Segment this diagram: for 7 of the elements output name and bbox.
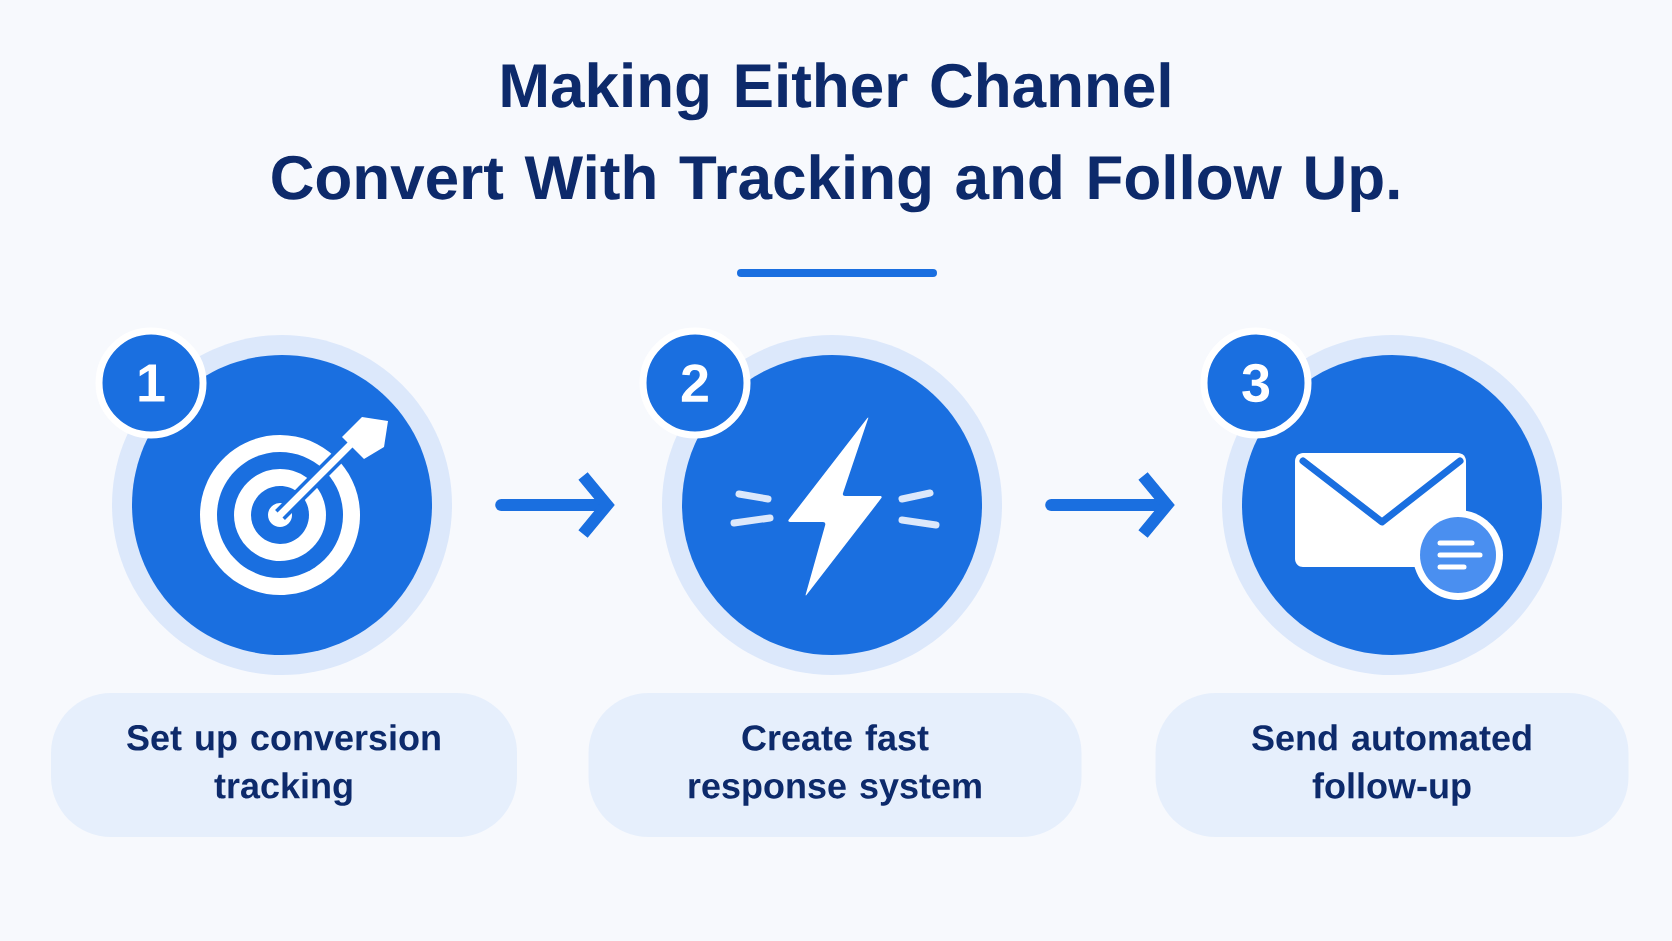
number-badge: 2 bbox=[639, 327, 751, 439]
step-label: Send automated follow-up bbox=[1155, 693, 1629, 837]
step-label: Set up conversion tracking bbox=[51, 693, 517, 837]
step-label: Create fast response system bbox=[588, 693, 1082, 837]
number-badge: 3 bbox=[1200, 327, 1312, 439]
number-badge: 1 bbox=[95, 327, 207, 439]
title: Making Either Channel Convert With Tracking and Follow Up. bbox=[272, 62, 1399, 213]
